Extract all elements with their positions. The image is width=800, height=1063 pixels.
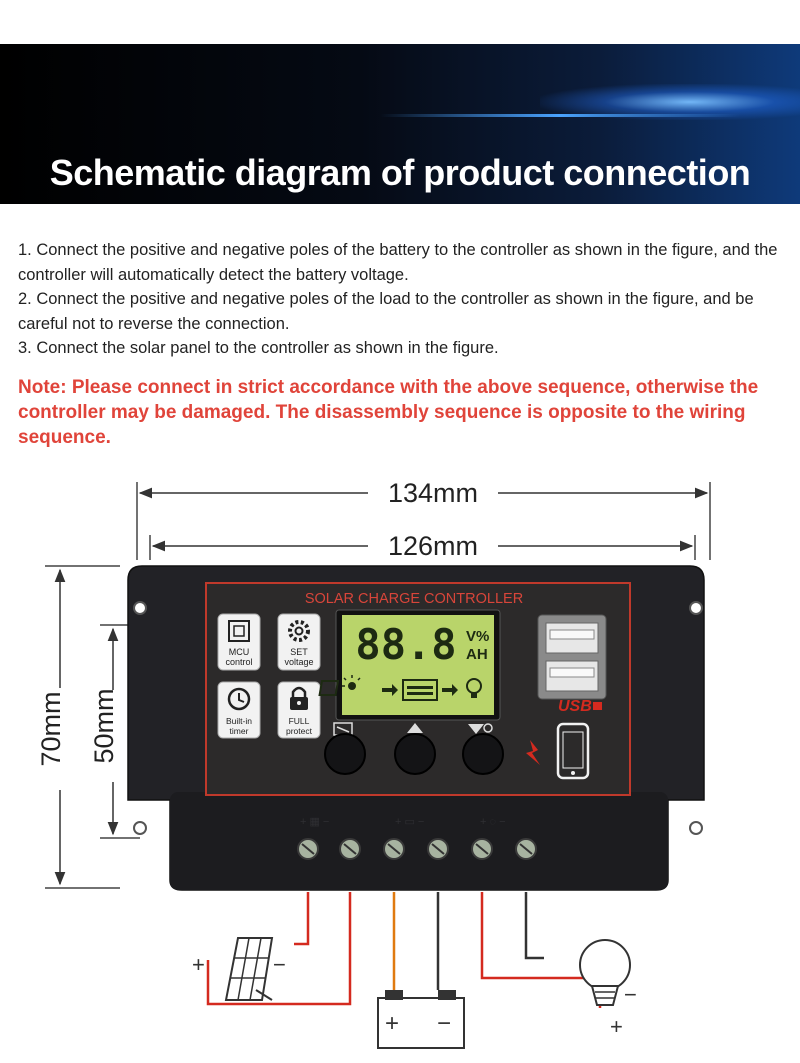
lcd-unit-top: V% (466, 628, 489, 645)
dimension-height-outer-label: 70mm (36, 691, 66, 766)
solar-minus-label: − (273, 952, 286, 977)
bulb-icon: + − (579, 939, 637, 1039)
svg-text:+ ▦ −: + ▦ − (300, 816, 329, 828)
svg-text:Built-in: Built-in (226, 716, 252, 726)
svg-text:+ ▭ −: + ▭ − (395, 816, 424, 828)
controller-label: SOLAR CHARGE CONTROLLER (305, 591, 523, 607)
banner-light-streak (380, 114, 740, 117)
menu-button[interactable] (324, 733, 366, 775)
dimension-width-outer: 134mm (136, 478, 711, 560)
terminal-markings: + ▦ − + ▭ − + ◌ − (300, 816, 506, 828)
lcd-solar-panel-icon (318, 680, 340, 696)
wire-solar-negative (206, 892, 352, 1006)
dimension-width-outer-label: 134mm (388, 478, 478, 508)
lcd-sun-icon (342, 675, 361, 690)
instruction-step-3: 3. Connect the solar panel to the contro… (18, 339, 499, 357)
lcd-value: 88.8 (355, 620, 456, 669)
down-button[interactable] (462, 733, 504, 775)
feature-built-in-timer: Built-in timer (217, 681, 261, 739)
feature-full-protect: FULL protect (277, 681, 321, 739)
solar-panel-icon: + − (192, 937, 286, 1001)
load-plus-label: + (610, 1014, 623, 1039)
instruction-step-2: 2. Connect the positive and negative pol… (18, 290, 754, 333)
up-button[interactable] (394, 733, 436, 775)
svg-text:FULL: FULL (289, 716, 310, 726)
lcd-display: 88.8 V% AH (318, 609, 501, 721)
instruction-step-1: 1. Connect the positive and negative pol… (18, 241, 778, 284)
down-arrow-bulb-icon (468, 723, 493, 734)
dimension-height-inner-label: 50mm (89, 688, 119, 763)
dimension-width-inner-label: 126mm (388, 531, 478, 561)
feature-set-voltage: SET voltage (277, 613, 321, 671)
svg-text:+ ◌ −: + ◌ − (480, 816, 506, 828)
svg-text:SET: SET (290, 647, 308, 657)
solar-plus-label: + (192, 952, 205, 977)
svg-text:timer: timer (230, 726, 249, 736)
dimension-height-outer: 70mm (36, 565, 120, 889)
phone-icon (556, 722, 590, 780)
instructions: 1. Connect the positive and negative pol… (18, 238, 788, 361)
svg-text:voltage: voltage (284, 657, 313, 667)
gear-icon (288, 620, 310, 642)
page-title: Schematic diagram of product connection (49, 152, 751, 193)
battery-icon: + − (377, 990, 465, 1049)
feature-mcu-control: MCU control (217, 613, 261, 671)
chip-icon (228, 620, 250, 642)
up-arrow-icon (407, 723, 423, 733)
svg-text:MCU: MCU (229, 647, 250, 657)
lcd-unit-bottom: AH (466, 646, 488, 663)
lcd-battery-icon (402, 679, 438, 701)
warning-note: Note: Please connect in strict accordanc… (18, 377, 759, 448)
lcd-arrow-icon (382, 684, 398, 696)
connection-diagram: 134mm 126mm 70mm 50mm SOLAR CHARGE CONTR… (36, 478, 711, 1049)
svg-text:control: control (225, 657, 252, 667)
dimension-width-inner: 126mm (149, 531, 696, 561)
header-banner: Schematic diagram of product connection (0, 44, 800, 204)
lcd-bulb-icon (466, 678, 482, 698)
svg-text:protect: protect (286, 726, 313, 736)
charge-controller: SOLAR CHARGE CONTROLLER MCU control SET … (127, 565, 705, 891)
lock-icon (290, 686, 308, 710)
terminals (297, 838, 537, 860)
load-minus-label: − (624, 982, 637, 1007)
battery-plus-label: + (385, 1010, 399, 1037)
wire-load-negative (524, 892, 544, 960)
usb-plug-icon (593, 702, 602, 710)
battery-minus-label: − (437, 1010, 451, 1037)
usb-label: USB (558, 698, 592, 715)
usb-ports (537, 614, 607, 700)
charging-bolt-icon (526, 740, 540, 765)
wire-load-positive (480, 892, 602, 1008)
lcd-arrow-icon-2 (442, 684, 458, 696)
wire-solar-positive (294, 892, 310, 946)
clock-icon (227, 687, 251, 711)
